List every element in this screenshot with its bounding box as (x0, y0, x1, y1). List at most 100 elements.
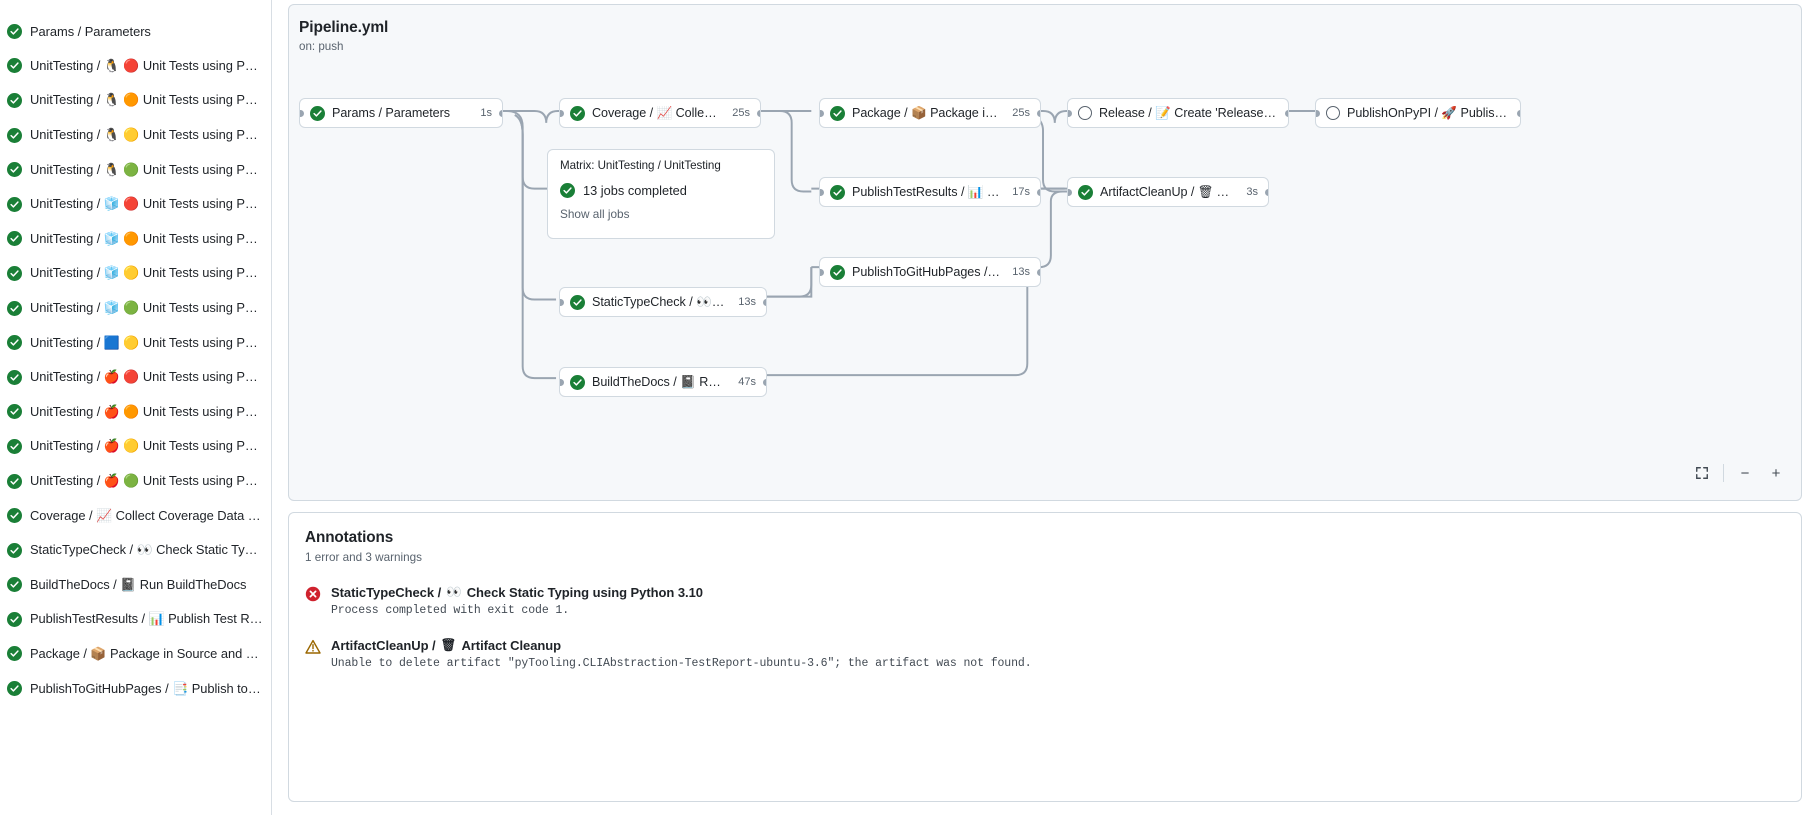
workflow-graph-panel: Pipeline.yml on: push (288, 4, 1802, 501)
graph-node-buildthedocs[interactable]: BuildTheDocs / 📓 Run Buil…47s (559, 367, 767, 397)
graph-zoom-controls: − + (1691, 462, 1787, 484)
success-check-icon (7, 404, 22, 420)
success-check-icon (310, 105, 325, 121)
annotation-emoji-icon: 👀 (446, 585, 462, 600)
graph-node-duration: 3s (1246, 186, 1258, 198)
sidebar-job-label: UnitTesting / 🍎 🟠 Unit Tests using Pyth… (30, 403, 263, 419)
graph-node-package[interactable]: Package / 📦 Package in So…25s (819, 98, 1041, 128)
pending-circle-icon (1078, 106, 1092, 120)
success-check-icon (7, 231, 22, 247)
success-check-icon (7, 335, 22, 351)
sidebar-job-item[interactable]: UnitTesting / 🐧 🟢 Unit Tests using Pyth… (0, 152, 271, 187)
sidebar-job-item[interactable]: UnitTesting / 🟦 🟡 Unit Tests using Pyth… (0, 325, 271, 360)
success-check-icon (570, 374, 585, 390)
sidebar-job-item[interactable]: UnitTesting / 🧊 🟡 Unit Tests using Pyth… (0, 256, 271, 291)
node-input-port (820, 109, 824, 117)
sidebar-job-label: UnitTesting / 🧊 🟢 Unit Tests using Pyth… (30, 300, 263, 316)
success-check-icon (570, 294, 585, 310)
graph-node-label: Package / 📦 Package in So… (852, 105, 1001, 120)
success-check-icon (830, 264, 845, 280)
graph-node-label: PublishOnPyPI / 🚀 Publish to … (1347, 105, 1510, 120)
matrix-group-body: 13 jobs completed Show all jobs (548, 172, 774, 233)
success-check-icon (560, 183, 575, 198)
graph-node-pypi[interactable]: PublishOnPyPI / 🚀 Publish to … (1315, 98, 1521, 128)
node-input-port (820, 188, 824, 196)
node-input-port (560, 378, 564, 386)
sidebar-job-item[interactable]: UnitTesting / 🧊 🔴 Unit Tests using Pyth… (0, 187, 271, 222)
graph-node-release[interactable]: Release / 📝 Create 'Release P… (1067, 98, 1289, 128)
success-check-icon (570, 105, 585, 121)
graph-node-duration: 25s (732, 107, 750, 119)
sidebar-job-label: UnitTesting / 🐧 🟡 Unit Tests using Pyth… (30, 127, 263, 143)
annotation-step: Check Static Typing using Python 3.10 (466, 585, 703, 600)
sidebar-job-item[interactable]: UnitTesting / 🍎 🟠 Unit Tests using Pyth… (0, 395, 271, 430)
annotations-panel: Annotations 1 error and 3 warnings Stati… (288, 512, 1802, 802)
success-check-icon (830, 184, 845, 200)
graph-node-label: PublishTestResults / 📊 Pu… (852, 184, 1002, 199)
graph-node-label: Coverage / 📈 Collect Cove… (592, 105, 721, 120)
graph-node-label: ArtifactCleanUp / 🗑 Artifac… (1100, 184, 1236, 199)
matrix-jobs-row[interactable]: 13 jobs completed (560, 183, 762, 198)
sidebar-job-item[interactable]: UnitTesting / 🐧 🟡 Unit Tests using Pyth… (0, 118, 271, 153)
matrix-jobs-label: 13 jobs completed (583, 183, 687, 198)
matrix-show-all-jobs-link[interactable]: Show all jobs (560, 207, 630, 221)
node-output-port (1516, 109, 1520, 117)
node-output-port (762, 298, 766, 306)
sidebar-job-item[interactable]: UnitTesting / 🍎 🔴 Unit Tests using Pyth… (0, 360, 271, 395)
success-check-icon (7, 508, 22, 524)
sidebar-job-item[interactable]: Params / Parameters (0, 14, 271, 49)
sidebar-job-label: PublishToGitHubPages / 📑 Publish to G… (30, 680, 263, 696)
sidebar-job-label: UnitTesting / 🍎 🟡 Unit Tests using Pyth… (30, 438, 263, 454)
sidebar-job-item[interactable]: PublishToGitHubPages / 📑 Publish to G… (0, 671, 271, 706)
success-check-icon (7, 162, 22, 178)
sidebar-job-item[interactable]: BuildTheDocs / 📓 Run BuildTheDocs (0, 568, 271, 603)
graph-node-publishpages[interactable]: PublishToGitHubPages / 📑…13s (819, 257, 1041, 287)
sidebar-job-label: UnitTesting / 🟦 🟡 Unit Tests using Pyth… (30, 334, 263, 350)
sidebar-job-item[interactable]: Coverage / 📈 Collect Coverage Data usi… (0, 498, 271, 533)
sidebar-job-label: PublishTestResults / 📊 Publish Test Resu… (30, 611, 263, 627)
sidebar-job-item[interactable]: UnitTesting / 🧊 🟠 Unit Tests using Pyth… (0, 222, 271, 257)
sidebar-job-item[interactable]: UnitTesting / 🐧 🟠 Unit Tests using Pyth… (0, 83, 271, 118)
matrix-group-unittesting[interactable]: Matrix: UnitTesting / UnitTesting 13 job… (547, 149, 775, 239)
workflow-trigger: on: push (299, 40, 344, 53)
zoom-in-button[interactable]: + (1771, 464, 1781, 482)
sidebar-job-item[interactable]: Package / 📦 Package in Source and Wh… (0, 637, 271, 672)
sidebar-job-item[interactable]: UnitTesting / 🍎 🟢 Unit Tests using Pyth… (0, 464, 271, 499)
sidebar-job-label: UnitTesting / 🧊 🟡 Unit Tests using Pyth… (30, 265, 263, 281)
success-check-icon (7, 473, 22, 489)
success-check-icon (7, 542, 22, 558)
graph-node-coverage[interactable]: Coverage / 📈 Collect Cove… 25s (559, 98, 761, 128)
node-input-port (560, 109, 564, 117)
annotations-title: Annotations (305, 529, 394, 546)
sidebar-job-label: Params / Parameters (30, 23, 151, 39)
sidebar-job-item[interactable]: PublishTestResults / 📊 Publish Test Resu… (0, 602, 271, 637)
node-input-port (1316, 109, 1320, 117)
annotation-message: Unable to delete artifact "pyTooling.CLI… (331, 657, 1032, 670)
zoom-divider (1723, 464, 1724, 482)
node-output-port (1036, 109, 1040, 117)
sidebar-job-item[interactable]: StaticTypeCheck / 👀 Check Static Typing… (0, 533, 271, 568)
graph-node-artifact[interactable]: ArtifactCleanUp / 🗑 Artifac… 3s (1067, 177, 1269, 207)
graph-node-publishtest[interactable]: PublishTestResults / 📊 Pu…17s (819, 177, 1041, 207)
sidebar-job-item[interactable]: UnitTesting / 🐧 🔴 Unit Tests using Pyth… (0, 49, 271, 84)
sidebar-job-item[interactable]: UnitTesting / 🍎 🟡 Unit Tests using Pyth… (0, 429, 271, 464)
graph-node-statictype[interactable]: StaticTypeCheck / 👀 Chec…13s (559, 287, 767, 317)
sidebar-job-item[interactable]: UnitTesting / 🧊 🟢 Unit Tests using Pyth… (0, 291, 271, 326)
annotation-heading: ArtifactCleanUp / 🗑 Artifact Cleanup (331, 638, 1032, 653)
main-content: Pipeline.yml on: push (272, 0, 1818, 815)
zoom-out-button[interactable]: − (1740, 464, 1750, 482)
node-input-port (1068, 109, 1072, 117)
annotation-message: Process completed with exit code 1. (331, 604, 570, 617)
success-check-icon (7, 127, 22, 143)
node-output-port (1036, 188, 1040, 196)
node-input-port (560, 298, 564, 306)
sidebar-job-label: UnitTesting / 🍎 🔴 Unit Tests using Pyth… (30, 369, 263, 385)
fullscreen-icon[interactable] (1691, 462, 1713, 484)
success-check-icon (7, 58, 22, 74)
graph-node-duration: 13s (1012, 266, 1030, 278)
annotation-item[interactable]: StaticTypeCheck / 👀 Check Static Typing … (305, 585, 1785, 617)
